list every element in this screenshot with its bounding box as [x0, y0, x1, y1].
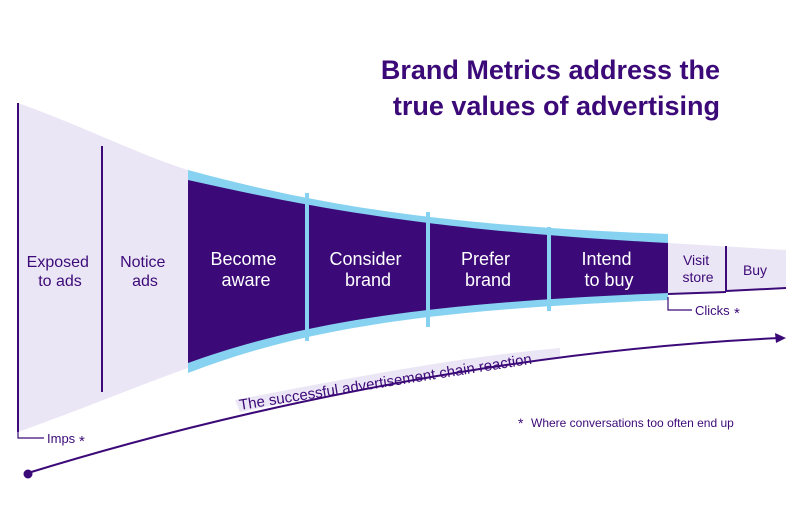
stage-buy-label: Buy [743, 262, 767, 278]
page-title: Brand Metrics address the true values of… [300, 52, 720, 124]
buy-bottom [725, 287, 787, 292]
stage-notice-label: Notice ads [120, 254, 170, 290]
visit-store-bottom [667, 291, 727, 295]
stage-visit-label: Visit store [682, 252, 713, 285]
chain-reaction-label: The successful advertisement chain react… [238, 351, 533, 414]
chain-reaction-band [235, 348, 560, 412]
imps-asterisk: * [79, 433, 85, 450]
title-line-2: true values of advertising [392, 91, 720, 121]
chain-reaction-start-dot [23, 469, 33, 479]
clicks-bracket [667, 297, 692, 311]
stage-become-label: Become aware [210, 249, 281, 290]
title-line-1: Brand Metrics address the [380, 55, 720, 85]
chain-reaction-arrowhead [775, 333, 786, 343]
stage-prefer-label: Prefer brand [461, 249, 515, 290]
chain-reaction-arrow-line [27, 337, 781, 474]
imps-bracket [17, 427, 44, 439]
stage-consider-label: Consider brand [329, 249, 406, 290]
footnote-asterisk: * [518, 415, 524, 431]
stage-exposed-label: Exposed to ads [27, 254, 94, 290]
clicks-label: Clicks [695, 303, 730, 318]
divider-consider-prefer [426, 212, 430, 327]
footnote-label: Where conversations too often end up [531, 416, 734, 430]
imps-label: Imps [47, 431, 76, 446]
divider-become-consider [305, 193, 309, 341]
clicks-asterisk: * [734, 305, 740, 322]
stage-intend-label: Intend to buy [581, 249, 636, 290]
divider-prefer-intend [547, 227, 551, 311]
